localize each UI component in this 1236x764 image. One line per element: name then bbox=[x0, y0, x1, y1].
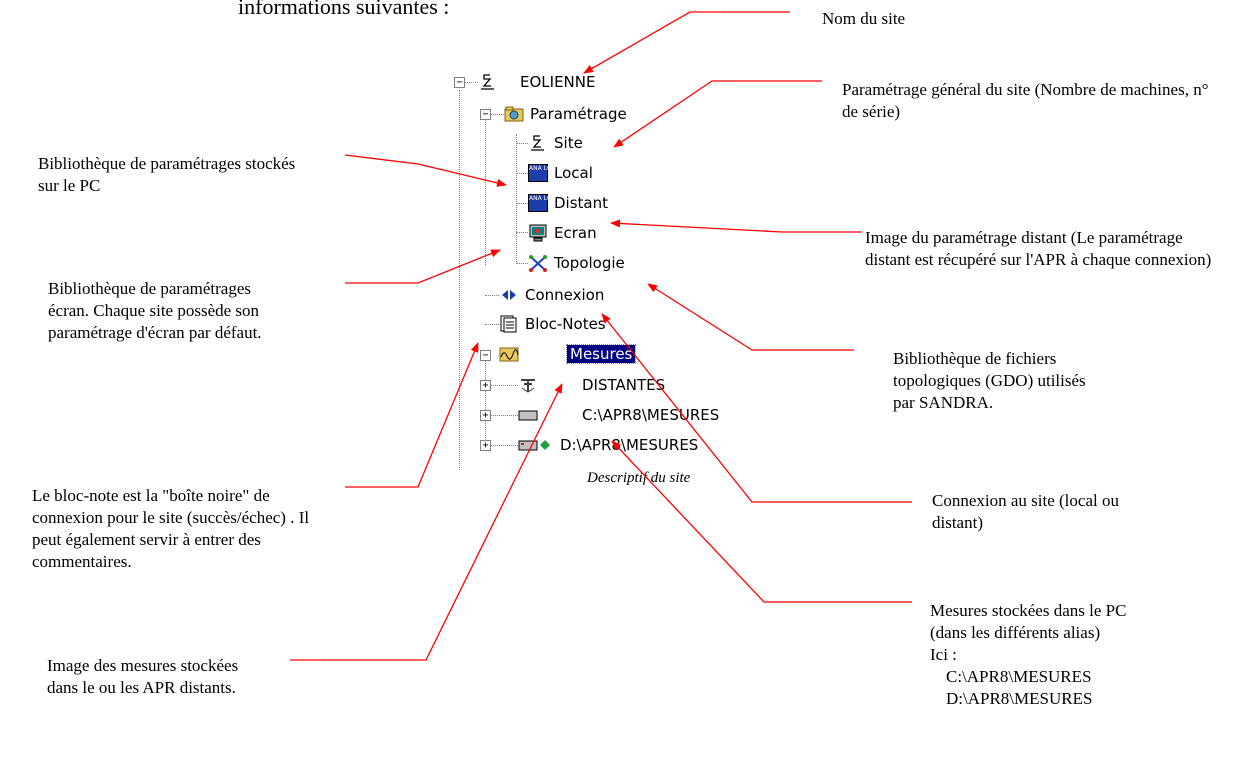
tree-node-label: Site bbox=[554, 134, 583, 152]
diamond-marker-icon bbox=[538, 436, 552, 454]
page-heading: informations suivantes : bbox=[238, 0, 450, 19]
tree-node-label-selected: Mesures bbox=[565, 344, 637, 364]
tree-connector bbox=[490, 415, 518, 416]
expand-alias-c-button[interactable]: + bbox=[480, 410, 491, 421]
annotation-nom-du-site: Nom du site bbox=[822, 9, 906, 28]
tree-node-label: Bloc-Notes bbox=[525, 315, 606, 333]
tree-connector bbox=[485, 324, 499, 325]
tree-node-label: Topologie bbox=[554, 254, 625, 272]
tree-connector bbox=[490, 445, 518, 446]
drive-icon bbox=[518, 406, 538, 424]
annotation-bibliotheque-pc: Bibliothèque de paramétrages stockés sur… bbox=[38, 154, 296, 195]
tree-connector bbox=[464, 82, 478, 83]
annotation-bibliotheque-ecran: Bibliothèque de paramétrages écran. Chaq… bbox=[48, 279, 262, 342]
annotation-mesures-pc-text: Mesures stockées dans le PC (dans les di… bbox=[930, 601, 1127, 642]
tree-node-label: Distant bbox=[554, 194, 608, 212]
expand-distantes-button[interactable]: + bbox=[480, 380, 491, 391]
tree-node-alias-c[interactable]: C:\APR8\MESURES bbox=[518, 404, 719, 426]
tree-node-label: Paramétrage bbox=[530, 105, 627, 123]
tree-connector bbox=[516, 173, 528, 174]
tree-connector bbox=[490, 114, 504, 115]
topology-icon bbox=[528, 254, 548, 272]
tree-node-label: Ecran bbox=[554, 224, 597, 242]
annotation-parametrage-general: Paramétrage général du site (Nombre de m… bbox=[842, 80, 1209, 121]
connection-arrows-icon bbox=[499, 286, 519, 304]
site-icon bbox=[478, 73, 498, 91]
annotation-ici: Ici : bbox=[930, 645, 957, 664]
annotation-bibliotheque-topo: Bibliothèque de fichiers topologiques (G… bbox=[893, 349, 1086, 412]
folder-settings-icon bbox=[504, 105, 524, 123]
site-tree-view[interactable]: − − − + + + EOLIENNE Paramétrage Site AN… bbox=[440, 60, 860, 470]
tree-node-label: DISTANTES bbox=[582, 376, 666, 394]
annotation-ici-d: D:\APR8\MESURES bbox=[946, 689, 1093, 708]
expand-alias-d-button[interactable]: + bbox=[480, 440, 491, 451]
annotation-image-mesures: Image des mesures stockées dans le ou le… bbox=[47, 656, 239, 697]
annotation-image-distant: Image du paramétrage distant (Le paramét… bbox=[865, 228, 1212, 269]
tree-node-distant[interactable]: ANA LOG Distant bbox=[528, 192, 608, 214]
collapse-parametrage-button[interactable]: − bbox=[480, 109, 491, 120]
tree-connector bbox=[485, 120, 486, 265]
tree-node-label: Local bbox=[554, 164, 593, 182]
tree-connector bbox=[485, 295, 499, 296]
tree-node-parametrage[interactable]: Paramétrage bbox=[504, 103, 627, 125]
collapse-mesures-button[interactable]: − bbox=[480, 350, 491, 361]
tree-node-label: Connexion bbox=[525, 286, 605, 304]
tree-node-mesures[interactable]: Mesures bbox=[499, 343, 637, 365]
tree-node-alias-d[interactable]: D:\APR8\MESURES bbox=[518, 434, 698, 456]
tree-node-distantes[interactable]: DISTANTES bbox=[518, 374, 665, 396]
annotation-connexion-site: Connexion au site (local ou distant) bbox=[932, 491, 1119, 532]
figure-caption: Descriptif du site bbox=[587, 470, 691, 486]
tree-connector bbox=[516, 143, 528, 144]
measurement-chart-icon bbox=[499, 345, 519, 363]
antenna-icon bbox=[518, 376, 538, 394]
site-icon bbox=[528, 134, 548, 152]
tree-node-site[interactable]: Site bbox=[528, 132, 583, 154]
tree-connector bbox=[516, 134, 517, 264]
tree-connector bbox=[490, 385, 518, 386]
arrow-mesures-pc bbox=[611, 440, 912, 603]
tree-node-eolienne[interactable]: EOLIENNE bbox=[478, 71, 595, 93]
tree-node-label: C:\APR8\MESURES bbox=[582, 406, 720, 424]
drive-icon bbox=[518, 436, 538, 454]
tree-node-label: D:\APR8\MESURES bbox=[560, 436, 699, 454]
tree-connector bbox=[516, 203, 528, 204]
tree-connector bbox=[459, 90, 460, 470]
tree-node-topologie[interactable]: Topologie bbox=[528, 252, 625, 274]
tree-connector bbox=[516, 263, 528, 264]
ana-log-icon: ANA LOG bbox=[528, 164, 556, 182]
tree-connector bbox=[485, 360, 486, 450]
annotation-ici-c: C:\APR8\MESURES bbox=[946, 667, 1092, 686]
tree-node-connexion[interactable]: Connexion bbox=[499, 284, 604, 306]
tree-node-label: EOLIENNE bbox=[520, 73, 596, 91]
collapse-eolienne-button[interactable]: − bbox=[454, 77, 465, 88]
tree-node-local[interactable]: ANA LOG Local bbox=[528, 162, 593, 184]
tree-node-bloc-notes[interactable]: Bloc-Notes bbox=[499, 313, 606, 335]
tree-node-ecran[interactable]: Ecran bbox=[528, 222, 597, 244]
notebook-icon bbox=[499, 315, 519, 333]
annotation-mesures-pc: Mesures stockées dans le PC (dans les di… bbox=[930, 600, 1130, 710]
annotation-bloc-note: Le bloc-note est la "boîte noire" de con… bbox=[32, 486, 310, 571]
tree-connector bbox=[516, 232, 528, 233]
monitor-icon bbox=[528, 224, 548, 242]
ana-log-icon: ANA LOG bbox=[528, 194, 556, 212]
